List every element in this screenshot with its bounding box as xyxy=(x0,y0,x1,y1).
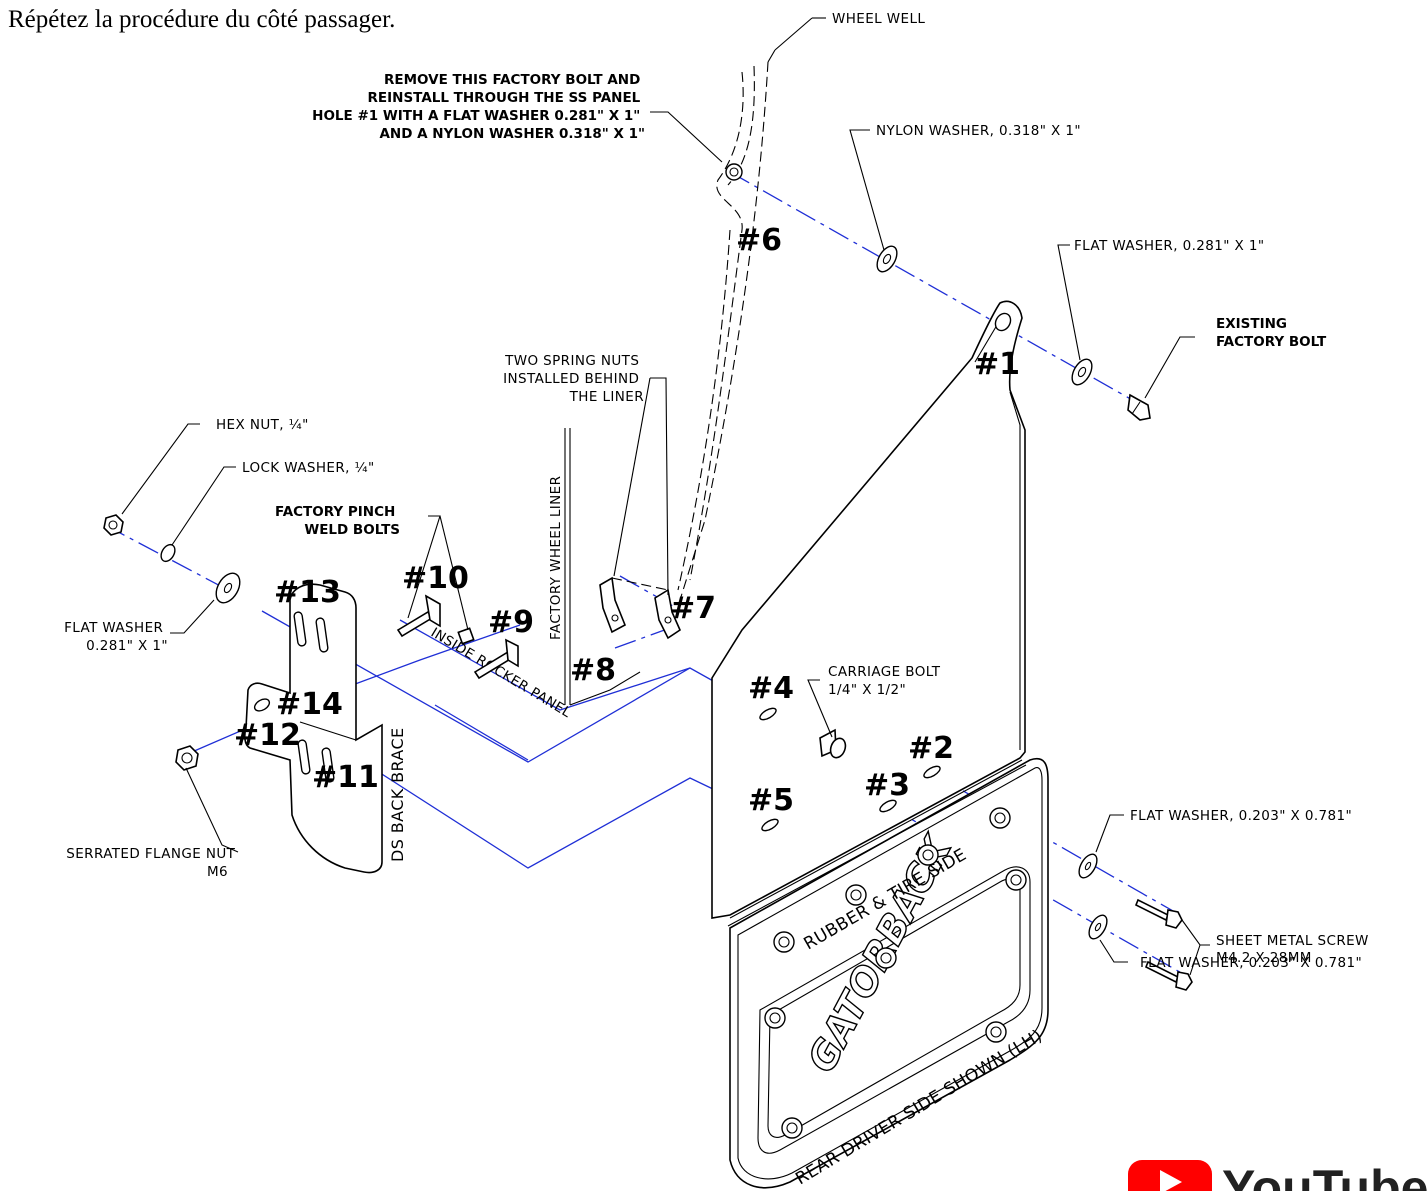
number-6: #6 xyxy=(736,223,782,258)
factory-wheel-liner-label: FACTORY WHEEL LINER xyxy=(548,476,564,640)
number-1: #1 xyxy=(974,347,1020,382)
flat-washer-right-2 xyxy=(1088,914,1108,940)
hole-3 xyxy=(879,799,897,813)
flat-washer-left-label: FLAT WASHER 0.281" X 1" xyxy=(64,620,168,654)
factory-bolt-top xyxy=(725,163,743,181)
flat-washer-right-2-label: FLAT WASHER, 0.203" X 0.781" xyxy=(1140,955,1362,971)
sheet-metal-screws xyxy=(1134,898,1193,991)
hole-12 xyxy=(253,698,271,712)
hole-5 xyxy=(761,818,779,832)
existing-factory-bolt xyxy=(1127,393,1151,421)
number-7: #7 xyxy=(670,591,716,626)
lock-washer-label: LOCK WASHER, ¼" xyxy=(242,460,375,476)
hole-2 xyxy=(923,765,941,779)
pinch-weld-bolt-10 xyxy=(396,594,475,645)
instruction-text: Répétez la procédure du côté passager. xyxy=(8,6,396,33)
lock-washer xyxy=(160,543,176,563)
number-4: #4 xyxy=(748,671,794,706)
youtube-wordmark: YouTube xyxy=(1222,1160,1428,1191)
youtube-logo[interactable]: YouTube xyxy=(1128,1160,1428,1191)
flat-washer-left xyxy=(215,572,241,604)
pinch-weld-callout: FACTORY PINCH WELD BOLTS xyxy=(275,504,400,538)
sheet-metal-screw-label: SHEET METAL SCREW M4.2 X 28MM xyxy=(1216,933,1374,966)
hole-1 xyxy=(994,312,1012,332)
serrated-nut-label: SERRATED FLANGE NUT M6 xyxy=(66,846,240,880)
number-2: #2 xyxy=(908,731,954,766)
pinch-weld-bolt-9 xyxy=(473,638,519,680)
existing-bolt-callout: EXISTING FACTORY BOLT xyxy=(1216,316,1327,350)
wheel-well-label: WHEEL WELL xyxy=(832,11,925,27)
nylon-washer xyxy=(876,245,898,273)
flat-washer-right-1 xyxy=(1078,853,1098,879)
ds-back-brace: DS BACK BRACE xyxy=(244,583,407,874)
number-9: #9 xyxy=(488,605,534,640)
number-5: #5 xyxy=(748,783,794,818)
flat-washer-top-label: FLAT WASHER, 0.281" X 1" xyxy=(1074,238,1264,254)
ss-panel xyxy=(711,300,1026,919)
number-3: #3 xyxy=(864,768,910,803)
number-8: #8 xyxy=(570,653,616,688)
hardware xyxy=(103,163,1193,991)
flat-washer-right-1-label: FLAT WASHER, 0.203" X 0.781" xyxy=(1130,808,1352,824)
hole-4 xyxy=(759,707,777,721)
hex-nut xyxy=(103,514,124,536)
number-12: #12 xyxy=(234,718,301,753)
flap-rivets xyxy=(764,807,1027,1139)
spring-nuts xyxy=(599,576,682,640)
serrated-flange-nut xyxy=(175,745,199,771)
callouts: REMOVE THIS FACTORY BOLT AND REINSTALL T… xyxy=(64,72,1374,971)
number-14: #14 xyxy=(276,687,343,722)
hole-numbers: #1 #2 #3 #4 #5 #6 #7 #8 #9 #10 #11 #12 #… xyxy=(234,223,1020,818)
number-13: #13 xyxy=(274,575,341,610)
spring-nuts-label: TWO SPRING NUTS INSTALLED BEHIND THE LIN… xyxy=(503,353,644,405)
ds-back-brace-label: DS BACK BRACE xyxy=(388,727,407,862)
hex-nut-label: HEX NUT, ¼" xyxy=(216,417,309,433)
number-10: #10 xyxy=(402,561,469,596)
flat-washer-top xyxy=(1071,358,1093,386)
nylon-washer-label: NYLON WASHER, 0.318" X 1" xyxy=(876,123,1081,139)
number-11: #11 xyxy=(312,760,379,795)
carriage-bolt-label: CARRIAGE BOLT 1/4" X 1/2" xyxy=(828,664,945,698)
leader-lines xyxy=(121,111,1210,976)
remove-bolt-callout: REMOVE THIS FACTORY BOLT AND REINSTALL T… xyxy=(312,72,645,142)
